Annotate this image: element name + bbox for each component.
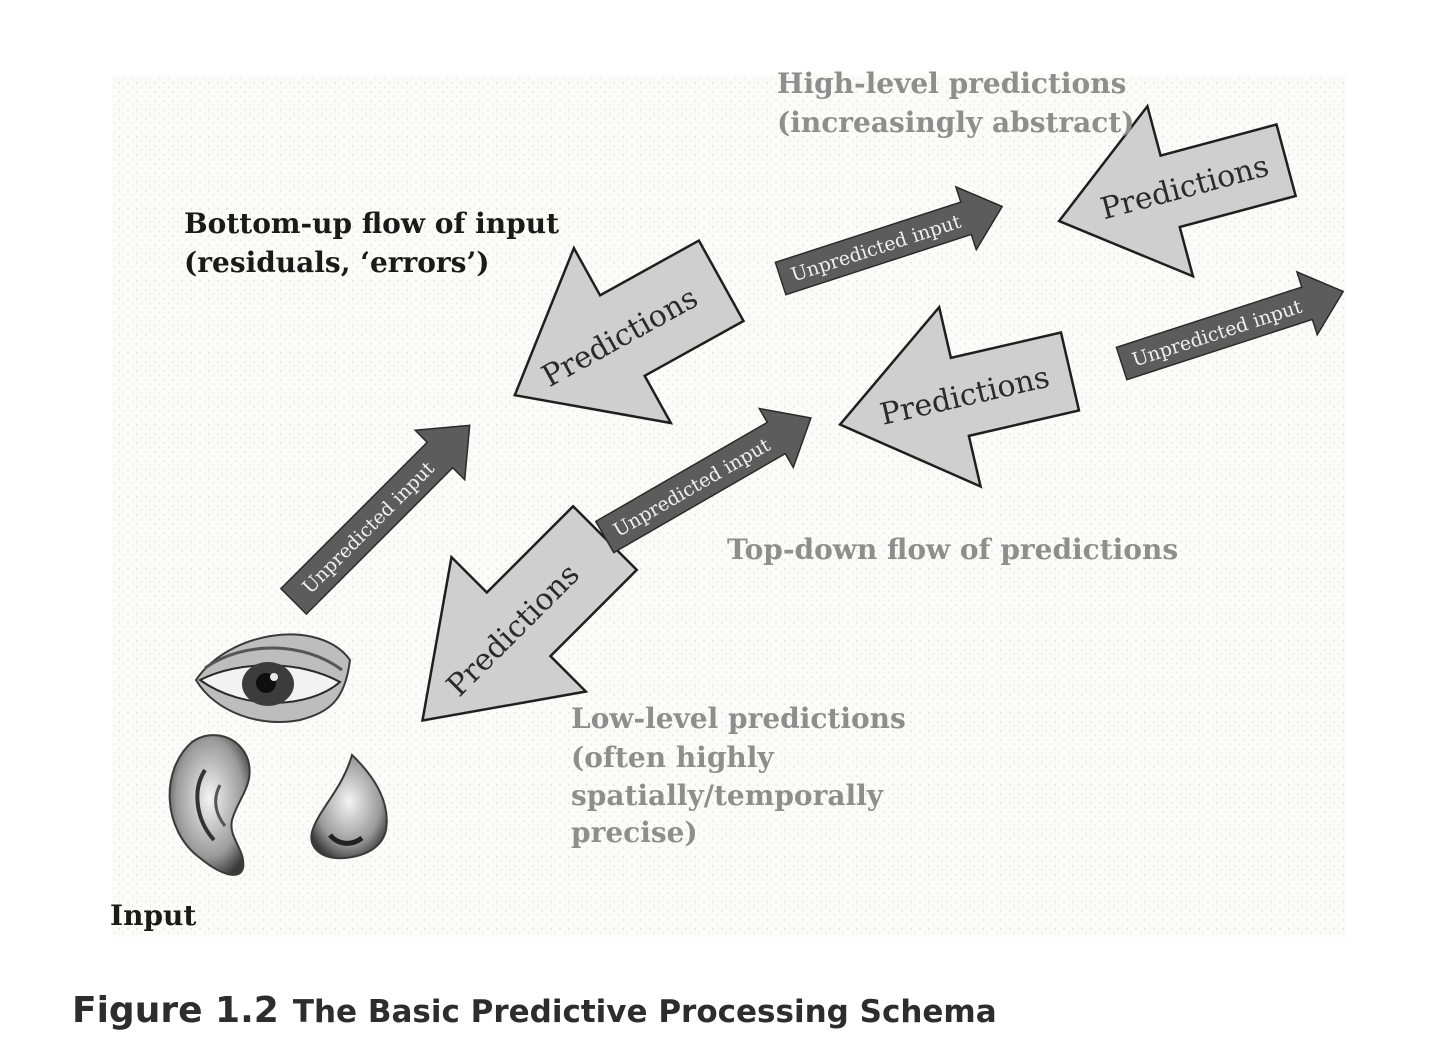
predictions-arrow-middle: Predictions [837,304,1081,489]
low-level-label-line1: Low-level predictions [571,702,906,735]
bottom-up-label-line1: Bottom-up flow of input [184,207,559,240]
figure-number: Figure 1.2 [72,990,279,1031]
figure-caption: Figure 1.2 The Basic Predictive Processin… [72,990,997,1031]
input-label: Input [110,899,196,932]
ear-icon [168,734,251,876]
figure-title: The Basic Predictive Processing Schema [292,994,997,1030]
predictions-arrow-bottom: Predictions [420,504,639,723]
eye-icon [194,633,352,724]
low-level-label-line2: (often highly [571,741,774,774]
nose-icon [310,753,388,860]
top-down-label: Top-down flow of predictions [727,533,1178,566]
low-level-label-line3: spatially/temporally [571,779,884,812]
low-level-label-line4: precise) [571,816,698,849]
high-level-label-line1: High-level predictions [777,67,1126,100]
bottom-up-label-line2: (residuals, ‘errors’) [184,246,489,279]
predictions-arrow-top: Predictions [1057,103,1298,279]
high-level-label-line2: (increasingly abstract) [777,106,1135,139]
